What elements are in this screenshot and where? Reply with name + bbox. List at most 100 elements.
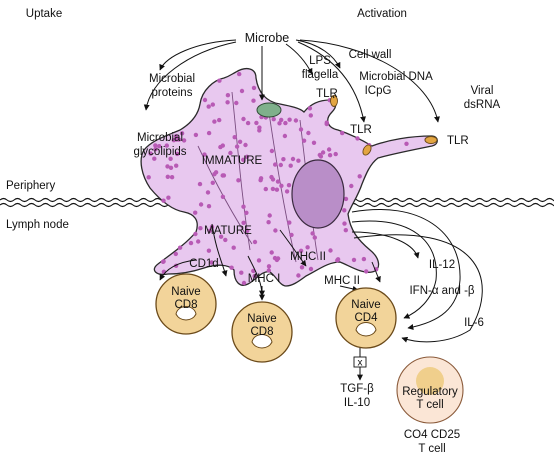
granule-dot xyxy=(179,131,185,136)
naive-cd8-a-line1: Naive xyxy=(171,286,200,298)
granule-dot xyxy=(364,269,369,274)
granule-dot xyxy=(223,237,228,243)
microbial-glycolipids-line2: glycolipids xyxy=(133,146,186,158)
immature-label: IMMATURE xyxy=(202,155,263,167)
granule-dot xyxy=(206,248,212,253)
granule-dot xyxy=(198,226,203,231)
granule-dot xyxy=(277,121,282,126)
regulatory-line2: T cell xyxy=(416,399,443,411)
granule-dot xyxy=(206,130,212,136)
lps-line2: flagella xyxy=(302,69,339,81)
tlr-pointer-1 xyxy=(332,95,335,99)
granule-dot xyxy=(308,113,313,118)
granule-dot xyxy=(153,147,158,152)
lymph-node-label: Lymph node xyxy=(6,219,69,231)
granule-dot xyxy=(153,143,158,148)
microbe-arrows xyxy=(143,39,440,123)
granule-dot xyxy=(357,174,362,179)
granule-dot xyxy=(252,273,257,279)
granule-dot xyxy=(212,119,217,124)
granule-dot xyxy=(245,228,250,233)
granule-dot xyxy=(171,138,176,143)
granule-dot xyxy=(252,239,258,245)
granule-dot xyxy=(404,141,409,146)
granule-dot xyxy=(257,125,262,130)
granule-dot xyxy=(351,257,357,263)
granule-dot xyxy=(206,204,212,209)
granule-dot xyxy=(241,157,246,162)
activation-arrows xyxy=(159,223,381,301)
cell-wall-label: Cell wall xyxy=(349,49,392,61)
uptake-header: Uptake xyxy=(26,8,62,20)
granule-dot xyxy=(311,140,317,145)
granule-dot xyxy=(283,120,288,126)
granule-dot xyxy=(287,220,292,225)
granule-dot xyxy=(166,195,171,200)
naive-cd4-cell: Naive CD4 xyxy=(335,287,397,349)
granule-dot xyxy=(340,130,345,136)
granule-dot xyxy=(165,174,170,179)
granule-dot xyxy=(251,98,256,103)
microbial-proteins-line1: Microbial xyxy=(149,73,195,85)
granule-dot xyxy=(217,117,222,123)
regulatory-line1: Regulatory xyxy=(402,386,458,398)
activation-header: Activation xyxy=(357,8,407,20)
granule-dot xyxy=(174,163,179,168)
granule-dot xyxy=(177,245,183,250)
granule-dot xyxy=(279,183,284,188)
microbial-dna-line2: ICpG xyxy=(365,85,392,97)
naive-cd4-line2: CD4 xyxy=(354,312,378,324)
granule-dot xyxy=(209,260,214,265)
granule-dot xyxy=(206,104,211,109)
granule-dot xyxy=(343,228,348,233)
granule-dot xyxy=(258,176,264,181)
granule-dot xyxy=(237,71,242,77)
granule-dot xyxy=(355,136,360,141)
granule-dot xyxy=(267,213,272,218)
microbe-particle xyxy=(256,102,282,118)
granule-dot xyxy=(207,228,212,233)
granule-dot xyxy=(161,198,166,203)
granule-dot xyxy=(239,88,245,94)
granule-dot xyxy=(273,162,278,167)
granule-dot xyxy=(188,240,194,246)
granule-dot xyxy=(241,280,247,286)
granule-dot xyxy=(220,173,225,178)
granule-dot xyxy=(308,266,314,272)
il-10-label: IL-10 xyxy=(344,397,370,409)
granule-dot xyxy=(193,231,198,237)
granule-dot xyxy=(165,164,170,169)
granule-dot xyxy=(284,189,290,194)
granule-dot xyxy=(245,120,251,126)
granule-dot xyxy=(232,135,237,140)
granule-dot xyxy=(290,156,296,162)
granule-dot xyxy=(288,163,293,168)
granule-dot xyxy=(275,256,281,261)
tlr-receptor-2 xyxy=(362,144,372,156)
granule-dot xyxy=(298,248,304,253)
granule-dot xyxy=(228,150,233,156)
granule-dot xyxy=(328,248,333,253)
mhc-ii-label-2: MHC II xyxy=(324,275,360,287)
granule-dot xyxy=(175,151,180,157)
granule-dot xyxy=(237,139,243,144)
granule-dot xyxy=(279,117,284,123)
viral-line1: Viral xyxy=(471,85,494,97)
granule-dot xyxy=(275,179,281,184)
granule-dot xyxy=(266,264,272,269)
granule-dot xyxy=(287,117,292,122)
granule-dot xyxy=(269,148,275,154)
granule-dot xyxy=(236,178,241,183)
naive-cd8-b-line1: Naive xyxy=(247,313,276,325)
granule-dot xyxy=(361,256,367,262)
granule-dot xyxy=(243,142,248,148)
granule-dot xyxy=(164,143,169,148)
granule-dot xyxy=(256,258,262,263)
tgf-label: TGF-β xyxy=(340,383,374,395)
tlr-receptor-1 xyxy=(330,95,338,107)
lps-line1: LPS xyxy=(309,55,331,67)
granule-dot xyxy=(274,187,280,192)
granule-dot xyxy=(320,150,326,155)
mature-label: MATURE xyxy=(204,225,252,237)
